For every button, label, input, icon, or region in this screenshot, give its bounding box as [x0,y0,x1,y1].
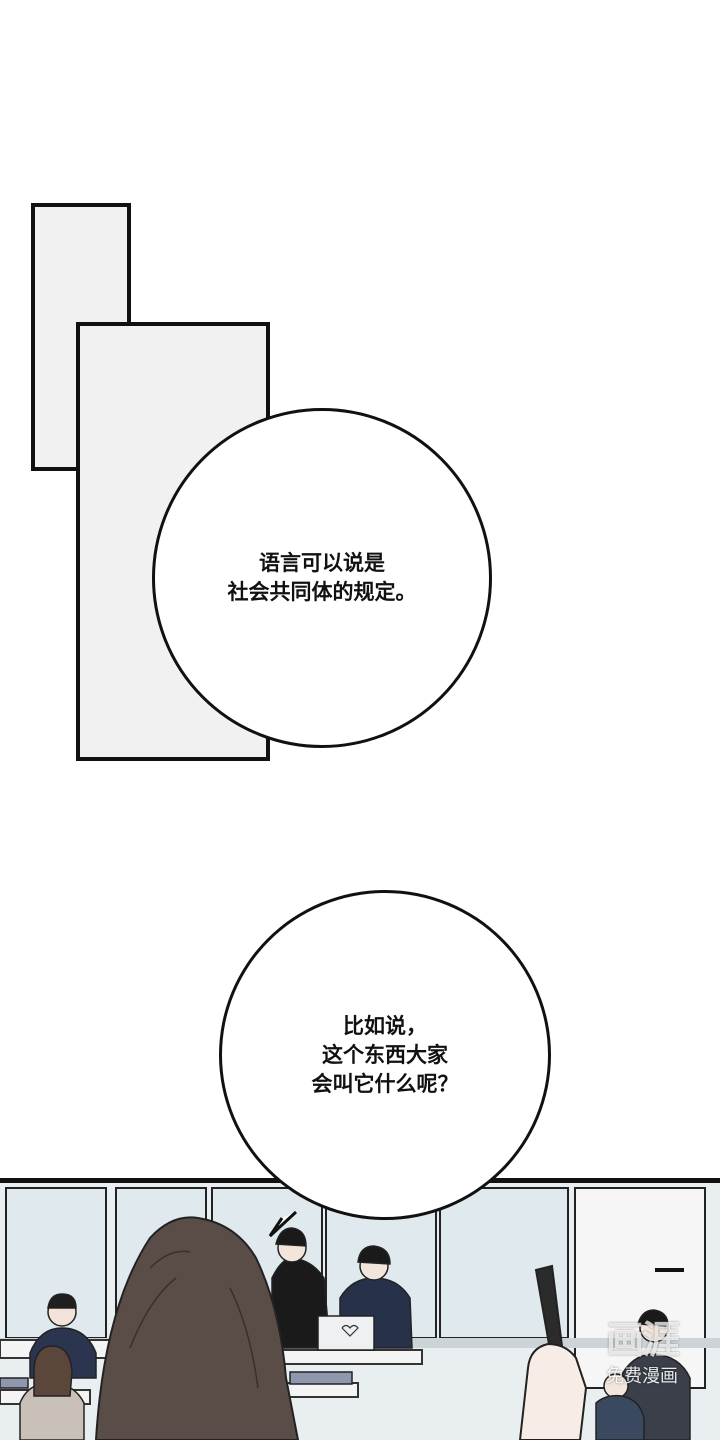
student-center-laptop [317,1245,413,1351]
classroom-scene-panel [0,1178,720,1440]
watermark-subtitle: 免费漫画 [606,1366,678,1387]
bubble-1-line-1: 语言可以说是 [259,551,385,575]
student-right [595,1309,691,1440]
watermark: 画涯 免费漫画 [572,1318,712,1428]
foreground-teacher-long-hair [94,1216,300,1440]
bubble-1-line-2: 社会共同体的规定。 [227,580,417,604]
raised-hand-with-pen [518,1264,588,1440]
bubble-2-line-1: 比如说， [343,1013,427,1038]
speech-bubble-1: 语言可以说是 社会共同体的规定。 [152,408,492,748]
student-left-front [19,1345,85,1440]
bubble-tail [268,1210,298,1238]
chairs [0,1371,353,1389]
speech-bubble-2: 比如说， 这个东西大家 会叫它什么呢？ [219,890,551,1220]
bubble-2-line-2: 这个东西大家 [322,1042,448,1067]
bubble-2-line-3: 会叫它什么呢？ [311,1071,459,1096]
watermark-logo: 画涯 [605,1318,680,1362]
student-center-standing [271,1227,331,1349]
